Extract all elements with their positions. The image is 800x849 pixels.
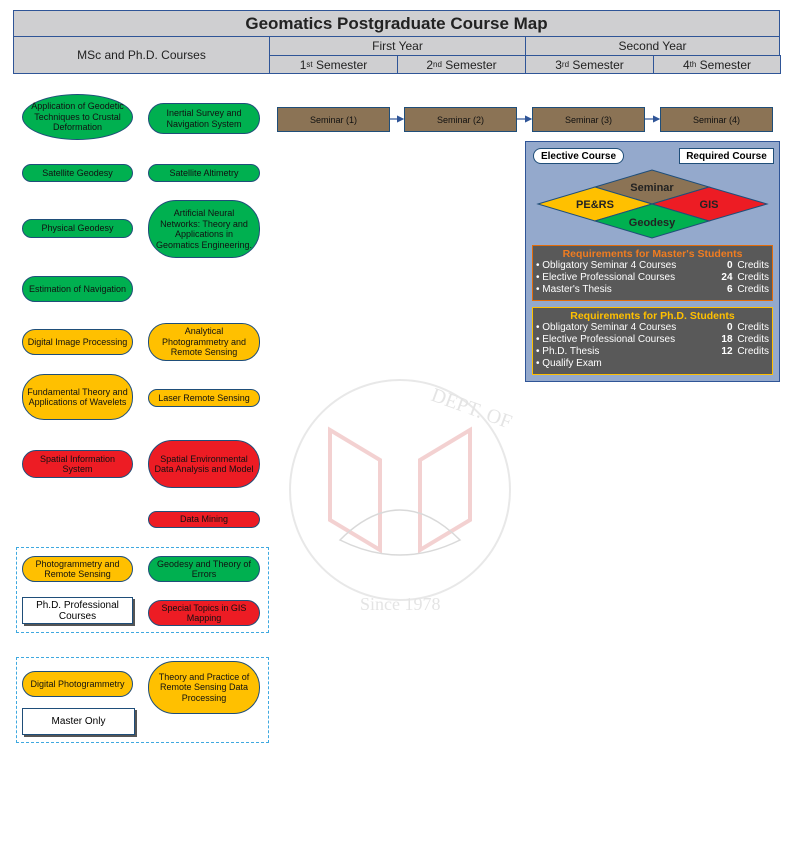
semester-label: Semester: [699, 57, 752, 72]
semester-suffix: th: [689, 60, 697, 69]
credit-count: 12: [721, 346, 733, 357]
phd-requirements: Requirements for Ph.D. Students • Obliga…: [532, 307, 773, 375]
phd-professional-label: Ph.D. Professional Courses: [22, 597, 133, 624]
semester-label: Semester: [315, 57, 368, 72]
credit-unit: Credits: [737, 272, 769, 283]
phd-requirements-title: Requirements for Ph.D. Students: [570, 310, 735, 322]
course-node[interactable]: Geodesy and Theory of Errors: [148, 556, 260, 582]
course-node[interactable]: Physical Geodesy: [22, 219, 133, 238]
course-node[interactable]: Satellite Geodesy: [22, 164, 133, 182]
course-node[interactable]: Artificial Neural Networks: Theory and A…: [148, 200, 260, 258]
pers-label: PE&RS: [576, 199, 614, 211]
course-node[interactable]: Spatial Information System: [22, 450, 133, 478]
course-node[interactable]: Digital Image Processing: [22, 329, 133, 355]
department-seal-watermark: DEPT. OF Since 1978: [289, 379, 515, 614]
semester-number: 2: [426, 57, 434, 72]
master-only-group: [16, 657, 269, 743]
credit-unit: Credits: [737, 346, 769, 357]
credit-count: 0: [726, 322, 733, 333]
seminar-4[interactable]: Seminar (4): [660, 107, 773, 132]
course-node[interactable]: Data Mining: [148, 511, 260, 528]
credit-unit: Credits: [737, 260, 769, 271]
course-node[interactable]: Satellite Altimetry: [148, 164, 260, 182]
semester-label: Semester: [572, 57, 624, 72]
area-diamond: Seminar PE&RS GIS Geodesy: [536, 169, 769, 239]
course-node[interactable]: Laser Remote Sensing: [148, 389, 260, 407]
geodesy-label: Geodesy: [629, 217, 676, 229]
courses-column-header: MSc and Ph.D. Courses: [13, 36, 270, 74]
semester-number: 4: [682, 57, 690, 72]
semester-number: 1: [299, 57, 307, 72]
requirement-label: Master's Thesis: [542, 284, 612, 295]
master-only-label: Master Only: [22, 708, 135, 735]
requirement-label: Qualify Exam: [542, 358, 602, 369]
credit-unit: Credits: [737, 322, 769, 333]
svg-text:Since 1978: Since 1978: [360, 594, 441, 614]
gis-label: GIS: [700, 199, 719, 211]
requirement-label: Ph.D. Thesis: [542, 346, 600, 357]
svg-text:DEPT. OF: DEPT. OF: [428, 384, 515, 433]
geodesy-area: [593, 203, 711, 239]
semester-suffix: st: [306, 60, 313, 69]
requirement-item: • Qualify Exam: [536, 358, 602, 369]
requirement-label: Obligatory Seminar 4 Courses: [542, 322, 677, 333]
course-node[interactable]: Digital Photogrammetry: [22, 671, 133, 697]
semester-label: Semester: [445, 57, 497, 72]
seminar-3[interactable]: Seminar (3): [532, 107, 645, 132]
requirement-label: Obligatory Seminar 4 Courses: [542, 260, 677, 271]
credit-count: 0: [726, 260, 733, 271]
master-requirements: Requirements for Master's Students • Obl…: [532, 245, 773, 301]
requirement-label: Elective Professional Courses: [542, 334, 676, 345]
seminar-2[interactable]: Seminar (2): [404, 107, 517, 132]
semester-suffix: rd: [561, 60, 570, 69]
elective-course-legend: Elective Course: [533, 148, 624, 164]
required-course-legend: Required Course: [679, 148, 774, 164]
course-node[interactable]: Analytical Photogrammetry and Remote Sen…: [148, 323, 260, 361]
semester-suffix: nd: [433, 60, 442, 69]
requirement-label: Elective Professional Courses: [542, 272, 676, 283]
course-node[interactable]: Inertial Survey and Navigation System: [148, 103, 260, 134]
course-node[interactable]: Theory and Practice of Remote Sensing Da…: [148, 661, 260, 714]
credit-count: 6: [726, 284, 733, 295]
seminar-1[interactable]: Seminar (1): [277, 107, 390, 132]
course-node[interactable]: Fundamental Theory and Applications of W…: [22, 374, 133, 420]
master-requirements-title: Requirements for Master's Students: [562, 248, 743, 260]
course-node[interactable]: Special Topics in GIS Mapping: [148, 600, 260, 626]
course-node[interactable]: Application of Geodetic Techniques to Cr…: [22, 94, 133, 140]
credit-unit: Credits: [737, 334, 769, 345]
course-node[interactable]: Photogrammetry and Remote Sensing: [22, 556, 133, 582]
credit-count: 24: [721, 272, 733, 283]
course-node[interactable]: Spatial Environmental Data Analysis and …: [148, 440, 260, 488]
credit-count: 18: [721, 334, 733, 345]
course-node[interactable]: Estimation of Navigation: [22, 276, 133, 302]
seminar-arrows: [390, 115, 661, 123]
credit-unit: Credits: [737, 284, 769, 295]
phd-professional-group: [16, 547, 269, 633]
semester-number: 3: [555, 57, 562, 72]
seminar-label: Seminar: [630, 182, 674, 194]
